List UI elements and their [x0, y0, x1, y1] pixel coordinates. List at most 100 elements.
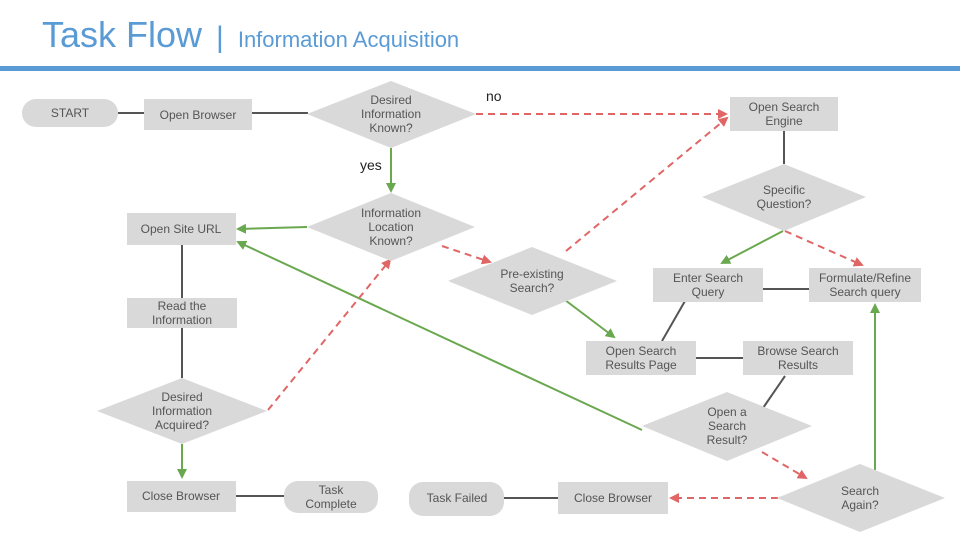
node-search-again-line: Again?	[841, 498, 879, 512]
node-task-failed-shape	[409, 482, 504, 516]
node-close-browser-left-shape	[127, 481, 236, 512]
node-info-location-known-line: Known?	[369, 234, 413, 248]
node-start-line: START	[51, 106, 90, 120]
node-desired-info-known-shape	[307, 81, 476, 148]
node-desired-info-acquired-line: Information	[152, 404, 212, 418]
edge-label-yes: yes	[360, 157, 382, 173]
node-specific-question-shape	[702, 164, 866, 231]
node-specific-question-line: Question?	[757, 197, 812, 211]
node-formulate-refine-line: Formulate/Refine	[819, 271, 911, 285]
title-separator: |	[216, 21, 224, 54]
node-formulate-refine-line: Search query	[829, 285, 900, 299]
node-browse-search-results-line: Results	[778, 358, 818, 372]
title-main: Task Flow	[42, 14, 203, 55]
node-search-again-shape	[777, 464, 945, 532]
node-desired-info-known-line: Information	[361, 107, 421, 121]
node-browse-search-results-shape	[743, 341, 853, 375]
node-open-site-url-shape	[127, 213, 236, 245]
node-close-browser-right: Close Browser	[574, 491, 652, 505]
page-title: Task Flow | Information Acquisition	[42, 14, 459, 56]
node-open-browser-shape	[144, 99, 252, 130]
node-browse-search-results-line: Browse Search	[757, 344, 838, 358]
node-open-search-result-line: Open a	[707, 405, 747, 419]
edge-no-location-preexisting	[441, 245, 492, 265]
node-info-location-known-line: Location	[368, 220, 413, 234]
title-subtitle: Information Acquisition	[237, 27, 460, 52]
header-divider	[0, 66, 960, 71]
node-desired-info-known-line: Desired	[370, 93, 411, 107]
edge-enter-query-results-page	[661, 300, 686, 342]
node-start-shape	[22, 99, 118, 127]
node-desired-info-acquired-shape	[97, 378, 267, 444]
node-open-search-results-page-shape	[586, 341, 696, 375]
node-pre-existing-search-line: Search?	[510, 281, 555, 295]
node-search-again-line: Search	[841, 484, 879, 498]
node-open-search-results-page-line: Open Search	[606, 344, 677, 358]
node-pre-existing-search-shape	[448, 247, 617, 315]
node-read-information-line: Information	[152, 313, 212, 327]
edge-yes-open-result-site-url	[236, 240, 643, 431]
node-task-complete-shape	[284, 481, 378, 513]
node-task-complete-line: Complete	[305, 497, 357, 511]
node-enter-search-query-line: Query	[692, 285, 725, 299]
node-close-browser-right-shape	[558, 482, 668, 514]
node-info-location-known-shape	[307, 193, 475, 261]
node-open-site-url: Open Site URL	[141, 222, 222, 236]
node-read-information-shape	[127, 298, 237, 328]
edge-browse-open-result	[762, 375, 786, 409]
node-desired-info-acquired-line: Acquired?	[155, 418, 209, 432]
node-desired-info-acquired-line: Desired	[161, 390, 202, 404]
node-specific-question-line: Specific	[763, 183, 805, 197]
node-read-information-line: Read the	[158, 299, 207, 313]
node-open-search-engine-line: Engine	[765, 114, 803, 128]
node-info-location-known-line: Information	[361, 206, 421, 220]
node-open-search-engine-shape	[730, 97, 838, 131]
node-close-browser-right-line: Close Browser	[574, 491, 652, 505]
node-formulate-refine-shape	[809, 268, 921, 302]
node-open-site-url-line: Open Site URL	[141, 222, 222, 236]
node-desired-info-known-line: Known?	[369, 121, 413, 135]
edge-no-specific-formulate	[784, 230, 864, 267]
node-task-failed-line: Task Failed	[427, 491, 488, 505]
node-enter-search-query-shape	[653, 268, 763, 302]
node-open-search-result-line: Result?	[707, 433, 748, 447]
edge-no-open-result-search-again	[761, 451, 808, 480]
edge-yes-location-site-url	[236, 223, 308, 234]
node-start: START	[51, 106, 90, 120]
node-task-complete-line: Task	[319, 483, 345, 497]
node-open-search-engine-line: Open Search	[749, 100, 820, 114]
node-enter-search-query-line: Enter Search	[673, 271, 743, 285]
edge-yes-preexisting-results-page	[564, 299, 616, 339]
node-task-failed: Task Failed	[427, 491, 488, 505]
edge-label-no: no	[486, 88, 502, 104]
edge-no-preexisting-search-engine	[565, 116, 729, 252]
edges	[118, 109, 880, 503]
node-open-browser-line: Open Browser	[160, 108, 237, 122]
node-open-search-result-shape	[642, 392, 812, 461]
node-close-browser-left: Close Browser	[142, 489, 220, 503]
edge-no-acquired-location	[267, 258, 392, 411]
node-open-browser: Open Browser	[160, 108, 237, 122]
edge-yes-specific-enter-query	[720, 230, 784, 264]
node-open-search-result-line: Search	[708, 419, 746, 433]
node-close-browser-left-line: Close Browser	[142, 489, 220, 503]
node-open-search-results-page-line: Results Page	[605, 358, 677, 372]
nodes	[22, 81, 945, 532]
node-pre-existing-search-line: Pre-existing	[500, 267, 563, 281]
